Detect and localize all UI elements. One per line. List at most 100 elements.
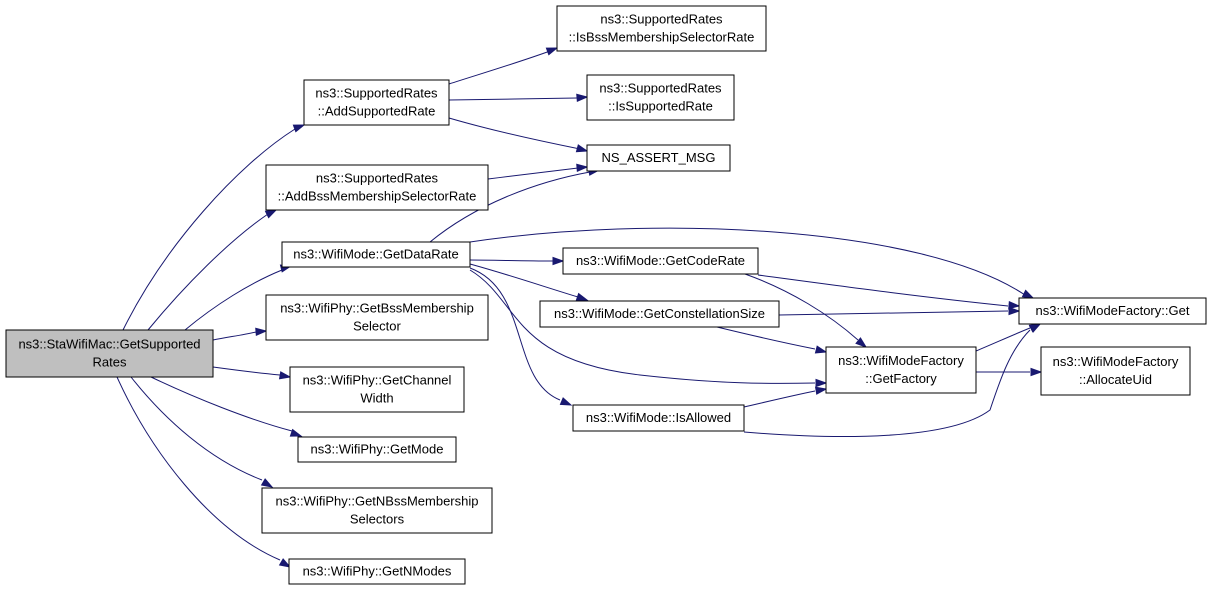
edge-add-supported-rate-to-is-bss-selector-rate [448,47,559,85]
edge-is-allowed-to-factory-get-factory [743,386,828,408]
arrowhead-icon [289,428,303,437]
edge-root-to-get-channel-width [212,366,292,380]
edge-factory-get-factory-to-factory-get [975,323,1042,352]
node-add-supported-rate[interactable]: ns3::SupportedRates::AddSupportedRate [303,79,450,126]
node-box [281,241,471,268]
node-get-mode[interactable]: ns3::WifiPhy::GetMode [297,436,457,463]
node-factory-allocate-uid[interactable]: ns3::WifiModeFactory::AllocateUid [1040,346,1191,396]
node-label-line: ns3::SupportedRates [599,81,722,96]
arrowhead-icon [1030,367,1043,377]
arrowhead-icon [575,292,589,301]
edge-line [743,329,1031,438]
edge-line [744,273,859,341]
node-get-data-rate[interactable]: ns3::WifiMode::GetDataRate [281,241,471,268]
node-get-code-rate[interactable]: ns3::WifiMode::GetCodeRate [562,247,759,275]
arrowhead-icon [815,378,828,388]
edge-line [122,128,296,331]
edge-line [778,310,1009,316]
arrowhead-icon [552,256,565,266]
edge-line [130,376,263,481]
node-box [825,346,977,394]
node-box [265,294,489,341]
edge-get-constellation-size-to-factory-get [778,306,1021,316]
node-label-line: ::AllocateUid [1079,372,1152,387]
edge-add-supported-rate-to-is-supported-rate [448,93,589,103]
edge-get-data-rate-to-is-allowed [469,267,573,406]
node-label-line: Width [360,391,393,406]
arrowhead-icon [545,47,559,56]
arrowhead-icon [1021,289,1035,299]
edge-line [757,274,1009,307]
node-is-bss-selector-rate[interactable]: ns3::SupportedRates::IsBssMembershipSele… [556,5,767,52]
node-label-line: ns3::WifiModeFactory [1053,354,1179,369]
node-label-line: ns3::WifiMode::GetDataRate [293,247,458,262]
arrowhead-icon [255,327,268,337]
edge-line [147,213,269,331]
edge-get-code-rate-to-factory-get [757,274,1021,310]
edge-line [469,263,579,298]
node-label-line: ns3::WifiPhy::GetNBssMembership [275,494,478,509]
node-is-supported-rate[interactable]: ns3::SupportedRates::IsSupportedRate [586,74,735,121]
edge-line [212,366,281,376]
node-is-allowed[interactable]: ns3::WifiMode::IsAllowed [572,404,745,432]
edge-root-to-get-mode [150,376,303,437]
node-label-line: ::GetFactory [865,371,937,386]
edge-root-to-get-bss-membership-selector [212,327,268,341]
node-get-n-modes[interactable]: ns3::WifiPhy::GetNModes [288,558,466,585]
node-box [1018,297,1207,325]
node-label-line: ns3::WifiMode::GetConstellationSize [554,306,765,321]
edge-line [469,269,816,384]
edge-line [429,171,591,243]
edge-add-supported-rate-to-ns-assert-msg [448,117,589,153]
edge-get-data-rate-to-get-constellation-size [469,263,589,301]
edge-line [184,269,283,331]
node-label-line: ::IsBssMembershipSelectorRate [569,30,755,45]
edge-root-to-add-bss-selector-rate [147,209,278,331]
arrowhead-icon [260,478,274,488]
arrowhead-icon [278,371,292,380]
node-box [586,74,735,121]
arrowhead-icon [855,337,868,348]
edge-factory-get-factory-to-factory-allocate-uid [976,367,1043,377]
edge-line [743,390,816,408]
node-box [297,436,457,463]
node-box [539,300,780,328]
node-label-line: ns3::StaWifiMac::GetSupported [18,337,200,352]
node-factory-get[interactable]: ns3::WifiModeFactory::Get [1018,297,1207,325]
edges-layer [116,47,1043,568]
node-label-line: ns3::WifiPhy::GetChannel [303,373,452,388]
edge-line [212,331,257,341]
node-box [288,558,466,585]
node-add-bss-selector-rate[interactable]: ns3::SupportedRates::AddBssMembershipSel… [265,164,489,211]
arrowhead-icon [278,558,292,568]
node-factory-get-factory[interactable]: ns3::WifiModeFactory::GetFactory [825,346,977,394]
node-box [556,5,767,52]
node-label-line: Selectors [350,512,405,527]
arrowhead-icon [1008,306,1021,316]
edge-line [975,327,1031,352]
edge-line [716,326,816,350]
arrowhead-icon [292,124,306,133]
node-box [1040,346,1191,396]
node-box [586,144,731,172]
node-get-constellation-size[interactable]: ns3::WifiMode::GetConstellationSize [539,300,780,328]
node-ns-assert-msg[interactable]: NS_ASSERT_MSG [586,144,731,172]
node-box [572,404,745,432]
node-box [265,164,489,211]
node-label-line: ns3::WifiMode::GetCodeRate [576,253,745,268]
arrowhead-icon [576,93,589,103]
node-box [562,247,759,275]
edge-line [116,376,281,561]
node-label-line: ns3::WifiMode::IsAllowed [586,410,731,425]
node-label-line: ns3::WifiPhy::GetBssMembership [280,301,474,316]
edge-line [469,259,554,262]
node-box [261,487,493,534]
node-box [303,79,450,126]
node-label-line: Rates [93,355,127,370]
nodes-layer: ns3::StaWifiMac::GetSupportedRatesns3::S… [5,5,1207,585]
